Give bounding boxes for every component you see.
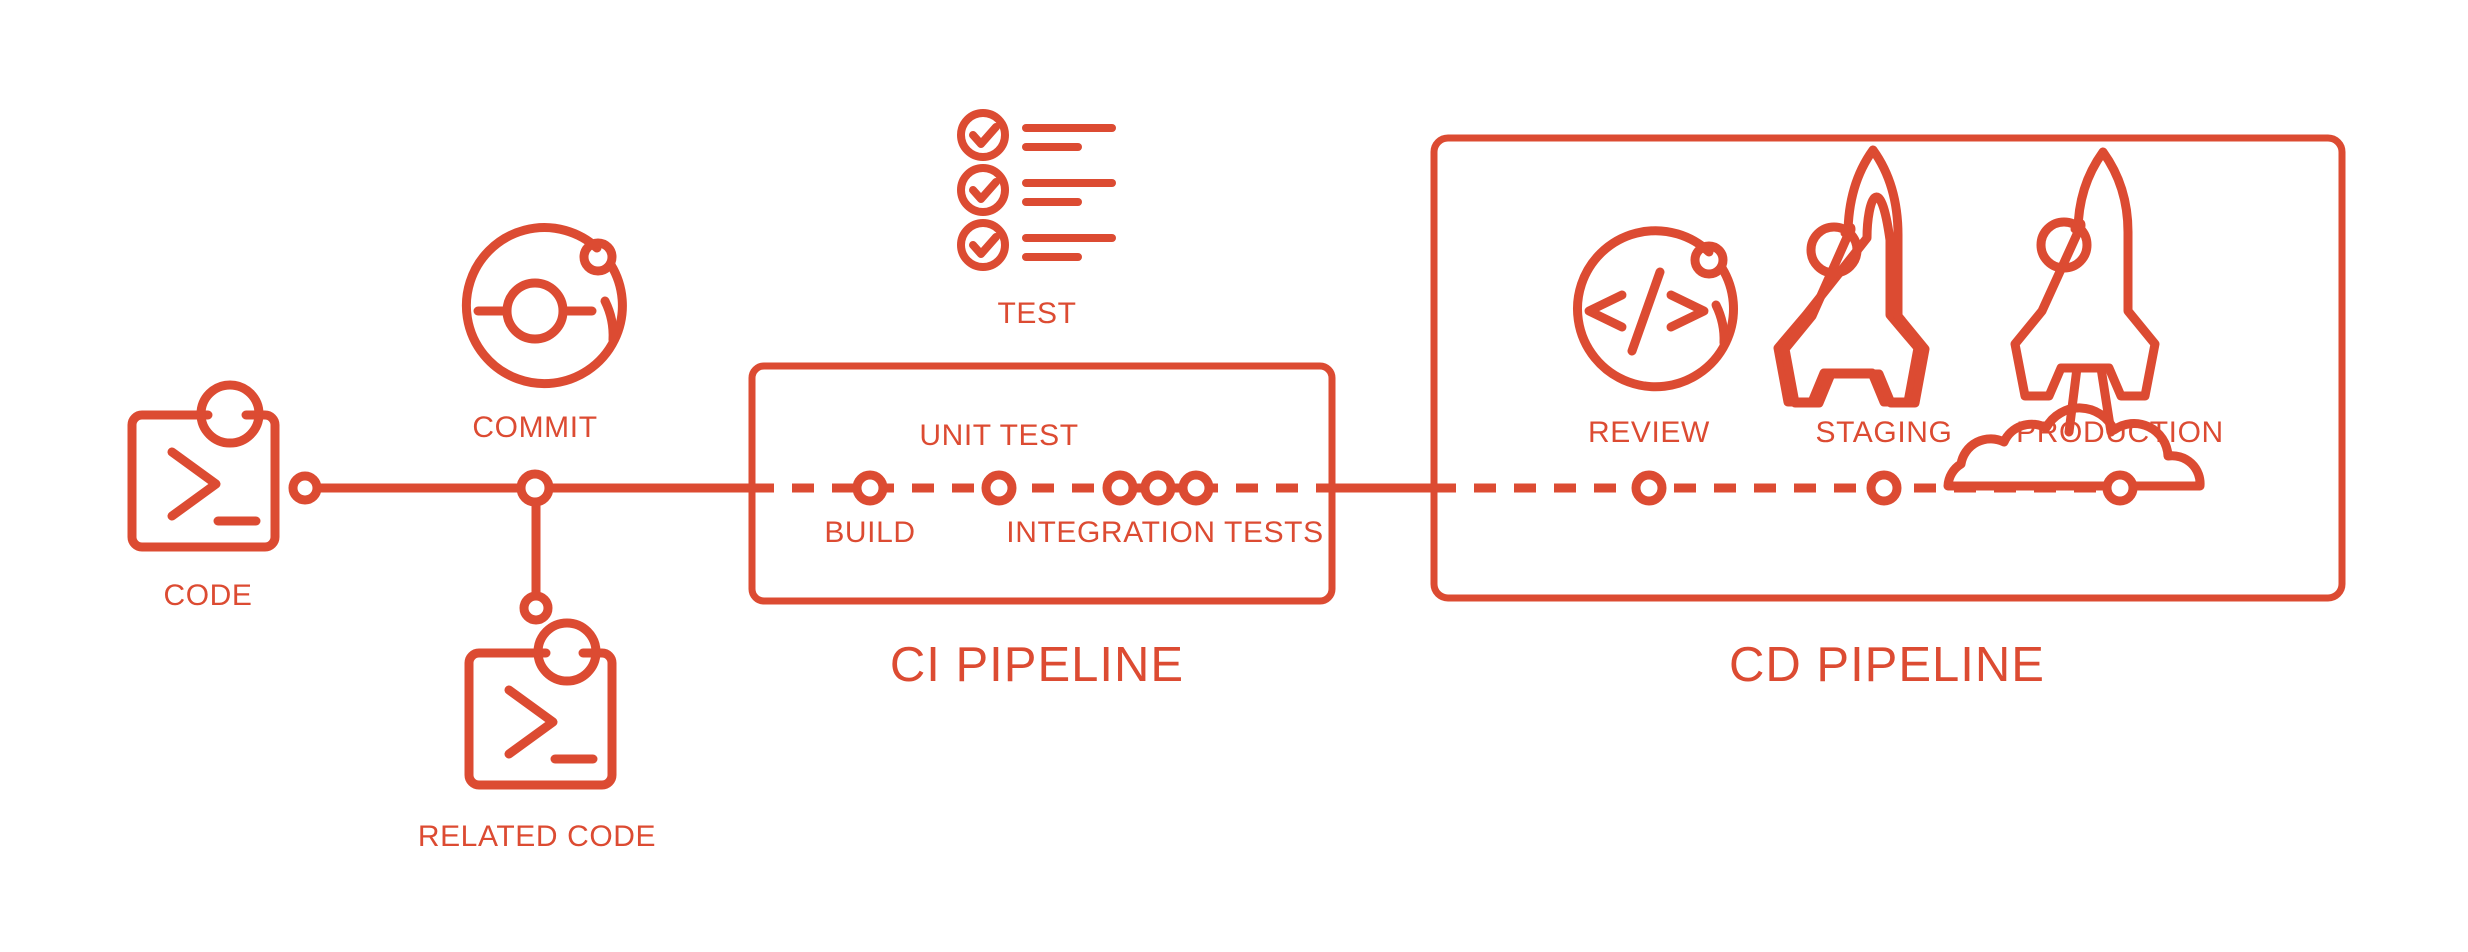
node-integration-test-1[interactable]	[1102, 470, 1138, 506]
terminal-document-icon	[464, 648, 617, 790]
review-circle-tail	[1711, 300, 1729, 348]
rocket-nose-stem	[1840, 223, 1856, 238]
review-icon-group[interactable]	[1573, 226, 1738, 392]
slash-icon	[1627, 267, 1665, 356]
node-related-code[interactable]	[519, 591, 553, 625]
node-review[interactable]	[1631, 470, 1667, 506]
angle-bracket-right-icon	[1666, 290, 1709, 332]
terminal-document-icon	[127, 410, 280, 552]
label-staging: STAGING	[1816, 416, 1953, 449]
label-integration-tests: INTEGRATION TESTS	[1006, 516, 1323, 549]
label-commit: COMMIT	[472, 411, 597, 444]
node-build[interactable]	[852, 470, 888, 506]
production-icon-group[interactable]	[1943, 147, 2205, 491]
related-code-icon-group[interactable]	[464, 618, 617, 790]
label-production: PRODUCTION	[2016, 416, 2224, 449]
label-review: REVIEW	[1588, 416, 1710, 449]
review-badge-circle-icon	[1690, 241, 1728, 279]
check-circle-icon	[957, 164, 1009, 216]
rocket-porthole-icon	[2036, 217, 2092, 273]
check-circle-icon	[957, 219, 1009, 271]
label-build: BUILD	[824, 516, 915, 549]
node-code[interactable]	[288, 471, 322, 505]
staging-icon-group[interactable]	[1773, 145, 1930, 408]
code-icon-group[interactable]	[127, 380, 280, 552]
node-staging[interactable]	[1866, 470, 1902, 506]
node-integration-test-3[interactable]	[1178, 470, 1214, 506]
angle-bracket-left-icon	[1584, 290, 1627, 332]
checkmark-icon	[969, 123, 1000, 148]
label-code: CODE	[163, 579, 252, 612]
title-ci-pipeline: CI PIPELINE	[890, 638, 1184, 692]
node-production[interactable]	[2102, 470, 2138, 506]
label-unit-test: UNIT TEST	[919, 419, 1078, 452]
test-icon-group[interactable]	[957, 109, 1116, 271]
label-related-code: RELATED CODE	[418, 820, 656, 853]
node-unit-test[interactable]	[981, 470, 1017, 506]
rocket-launch-icon	[2010, 147, 2160, 401]
related-code-icon-badge-circle	[533, 618, 601, 686]
rocket-body-outline	[1780, 145, 1930, 408]
commit-orbit-icon	[461, 223, 627, 389]
check-circle-icon	[957, 109, 1009, 161]
checkmark-icon	[969, 178, 1000, 203]
commit-icon-group[interactable]	[461, 223, 627, 389]
checkmark-icon	[969, 233, 1000, 258]
rocket-exhaust-left	[2064, 363, 2082, 437]
label-test: TEST	[997, 297, 1076, 330]
rocket-icon	[1773, 192, 1923, 407]
smoke-cloud-icon	[1943, 403, 2205, 491]
cd-pipeline-box	[1430, 134, 2346, 602]
prompt-chevron-icon	[167, 447, 221, 521]
rocket-nose-stem	[2070, 219, 2086, 234]
prompt-chevron-icon	[504, 685, 558, 759]
ci-pipeline-box	[748, 362, 1336, 605]
rocket-porthole-icon	[1806, 222, 1862, 278]
commit-orbit-tail	[600, 296, 618, 345]
node-commit[interactable]	[516, 469, 554, 507]
commit-center-circle-icon	[502, 278, 568, 344]
commit-orbit-satellite-icon	[579, 238, 617, 276]
code-icon-badge-circle	[196, 380, 264, 448]
title-cd-pipeline: CD PIPELINE	[1729, 638, 2045, 692]
node-integration-test-2[interactable]	[1140, 470, 1176, 506]
